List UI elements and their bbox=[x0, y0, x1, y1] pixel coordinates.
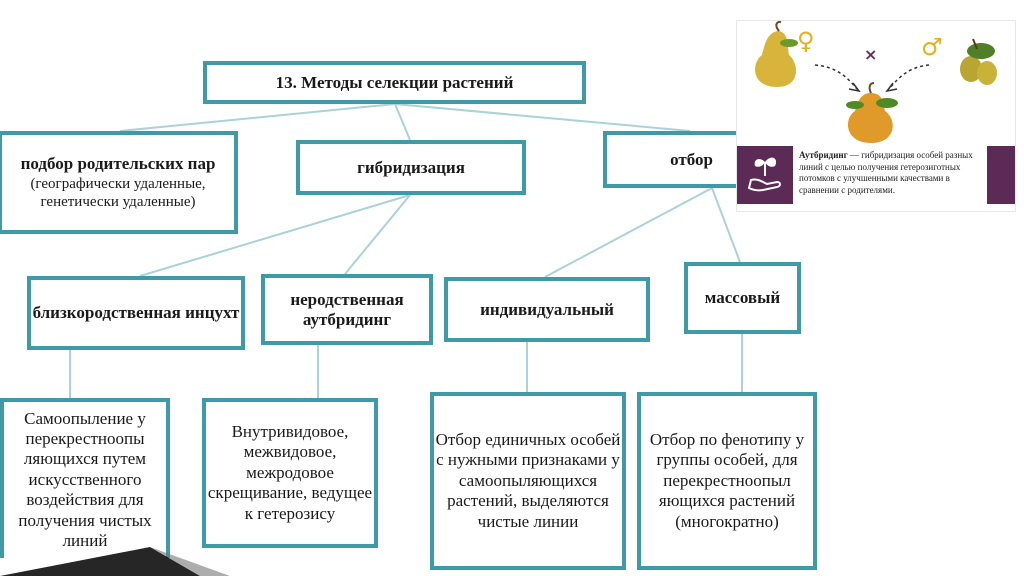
hybridization-box: гибридизация bbox=[296, 140, 526, 195]
female-pear-icon bbox=[755, 21, 798, 87]
link-hybrid-outbreeding bbox=[344, 194, 411, 275]
cross-symbol-icon: × bbox=[864, 45, 878, 64]
outbreeding-definition: Аутбридинг — гибридизация особей разных … bbox=[799, 150, 985, 196]
parent-selection-note: (географически удаленные, генетически уд… bbox=[30, 176, 206, 211]
parent-selection-box: подбор родительских пар (географически у… bbox=[0, 131, 238, 234]
accent-strip bbox=[987, 146, 1015, 204]
mass-description-box: Отбор по фенотипу у группы особей, для п… bbox=[637, 392, 817, 570]
inbreeding-label: близкородственная инцухт bbox=[32, 303, 240, 323]
outbreeding-label: неродственная аутбридинг bbox=[290, 290, 404, 329]
hand-plant-icon bbox=[737, 146, 793, 204]
link-root-selection bbox=[394, 103, 691, 132]
individual-description-box: Отбор единичных особей с нужными признак… bbox=[430, 392, 626, 570]
outbreeding-box: неродственная аутбридинг bbox=[261, 274, 433, 345]
parent-selection-title: подбор родительских пар bbox=[20, 153, 216, 173]
inbreeding-description-box: Самоопыление у перекрестноопы ляющихся п… bbox=[0, 398, 170, 558]
root-title: 13. Методы селекции растений bbox=[275, 72, 514, 92]
outbreeding-description-box: Внутривидовое, межвидовое, межродовое ск… bbox=[202, 398, 378, 548]
mass-description: Отбор по фенотипу у группы особей, для п… bbox=[649, 430, 805, 531]
link-root-hybrid bbox=[394, 103, 411, 141]
mass-selection-box: массовый bbox=[684, 262, 801, 334]
hybridization-label: гибридизация bbox=[357, 157, 465, 177]
root-title-box: 13. Методы селекции растений bbox=[203, 61, 586, 104]
mass-selection-label: массовый bbox=[704, 288, 781, 308]
individual-selection-box: индивидуальный bbox=[444, 277, 650, 342]
inbreeding-description: Самоопыление у перекрестноопы ляющихся п… bbox=[18, 408, 152, 550]
link-selection-mass bbox=[711, 187, 741, 263]
individual-description: Отбор единичных особей с нужными признак… bbox=[435, 430, 621, 531]
definition-text: — гибридизация особей разных линий с цел… bbox=[799, 150, 973, 195]
individual-selection-label: индивидуальный bbox=[480, 299, 614, 319]
selection-label: отбор bbox=[670, 149, 713, 169]
hybrid-pear-icon bbox=[846, 82, 898, 143]
male-symbol-icon: ♂ bbox=[921, 33, 943, 61]
definition-term: Аутбридинг bbox=[799, 150, 848, 160]
link-selection-individual bbox=[544, 187, 713, 278]
inbreeding-box: близкородственная инцухт bbox=[27, 276, 245, 350]
link-root-parent bbox=[119, 103, 396, 132]
outbreeding-illustration: ♀ ♂ × Аутбридинг — гибридизация особей р… bbox=[736, 20, 1016, 212]
male-pear-icon bbox=[960, 38, 997, 85]
link-hybrid-inbreeding bbox=[139, 194, 411, 277]
outbreeding-description: Внутривидовое, межвидовое, межродовое ск… bbox=[207, 422, 373, 523]
female-symbol-icon: ♀ bbox=[797, 27, 815, 55]
pear-illustration bbox=[755, 21, 997, 143]
